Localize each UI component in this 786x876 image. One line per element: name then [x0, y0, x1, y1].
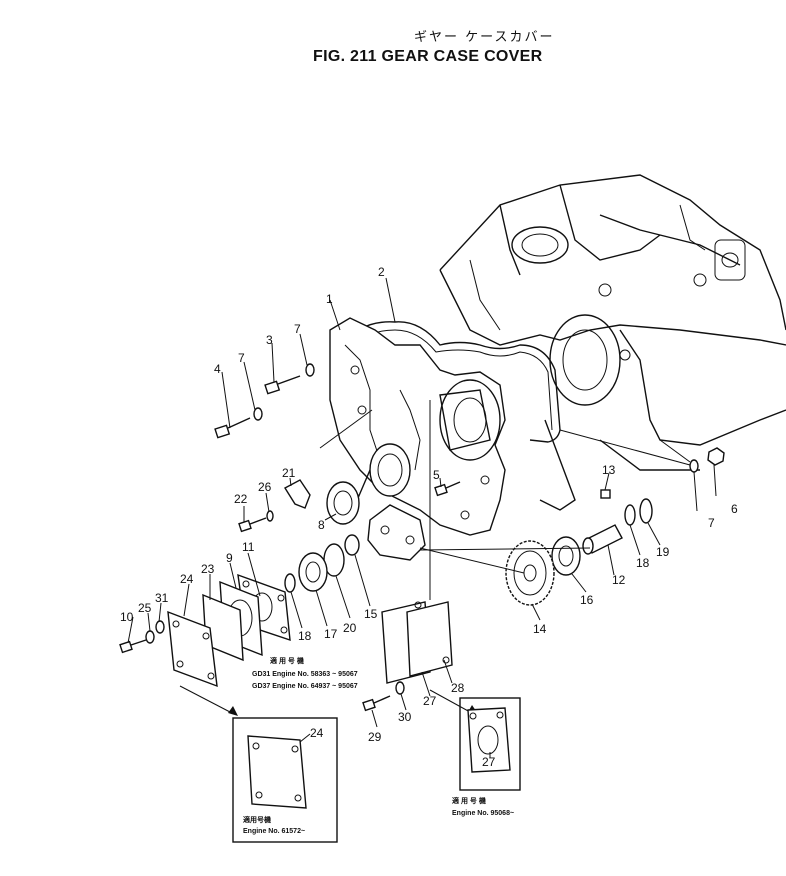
- figure-title-japanese: ギヤー ケースカバー: [414, 30, 555, 45]
- bolt-part-29: [362, 695, 391, 712]
- callout-27-inset: 27: [482, 755, 496, 769]
- bolt-part-10: [119, 639, 147, 654]
- idler-gear-part-14: [419, 540, 555, 606]
- lower-bracket: [367, 504, 426, 561]
- applicability-notes: 適 用 号 機 GD31 Engine No. 58363 ~ 95067 GD…: [243, 656, 514, 835]
- callout-18-left: 18: [298, 629, 312, 643]
- callout-12: 12: [612, 573, 626, 587]
- callout-7-lower: 7: [238, 351, 245, 365]
- callout-20: 20: [343, 621, 357, 635]
- figure-title: FIG. 211 GEAR CASE COVER: [313, 48, 543, 65]
- callout-1: 1: [326, 292, 333, 306]
- washer-part-25: [145, 630, 155, 644]
- snap-ring-part-18-right: [624, 504, 636, 526]
- note-inset1-engine: Engine No. 61572~: [243, 828, 305, 835]
- bracket-part-21: [284, 479, 311, 509]
- inset-box-1: [232, 717, 338, 843]
- callout-7-upper: 7: [294, 322, 301, 336]
- callout-7-right: 7: [708, 516, 715, 530]
- callout-9: 9: [226, 551, 233, 565]
- bolt-part-22: [238, 517, 267, 533]
- callout-29: 29: [368, 730, 382, 744]
- bearing-part-17: [298, 552, 328, 592]
- callout-19: 19: [656, 545, 670, 559]
- bolt-part-3: [264, 375, 301, 395]
- callout-13: 13: [602, 463, 616, 477]
- bearing-part-16: [551, 536, 581, 576]
- callout-17: 17: [324, 627, 338, 641]
- callout-23: 23: [201, 562, 215, 576]
- washer-part-31: [155, 620, 165, 634]
- shaft-part-12: [582, 524, 623, 555]
- washer-part-26: [266, 510, 274, 522]
- washer-part-7-lower: [253, 407, 263, 421]
- note-main-applicable: 適 用 号 機: [270, 656, 304, 665]
- note-inset1-applicable: 適用号機: [243, 815, 271, 824]
- callout-21: 21: [282, 466, 296, 480]
- callout-22: 22: [234, 492, 248, 506]
- callout-24: 24: [180, 572, 194, 586]
- note-inset2-applicable: 適 用 号 機: [452, 796, 486, 805]
- callout-10: 10: [120, 610, 134, 624]
- callout-5: 5: [433, 468, 440, 482]
- note-main-line1: GD31 Engine No. 58363 ~ 95067: [252, 671, 358, 678]
- callout-16: 16: [580, 593, 594, 607]
- ring-part-19: [639, 498, 653, 524]
- callout-2: 2: [378, 265, 385, 279]
- callout-24-inset: 24: [310, 726, 324, 740]
- nut-part-6: [707, 447, 725, 466]
- callout-6: 6: [731, 502, 738, 516]
- callout-8: 8: [318, 518, 325, 532]
- arrow-to-inset-1: [228, 706, 238, 716]
- note-main-line2: GD37 Engine No. 64937 ~ 95067: [252, 683, 358, 690]
- oil-seal-part-8: [326, 481, 360, 525]
- ring-part-15: [344, 534, 360, 556]
- callout-14: 14: [533, 622, 547, 636]
- key-part-13: [600, 489, 611, 499]
- callout-31: 31: [155, 591, 169, 605]
- callout-18-right: 18: [636, 556, 650, 570]
- snap-ring-part-18-left: [284, 573, 296, 593]
- callout-3: 3: [266, 333, 273, 347]
- bolt-part-5: [434, 481, 461, 497]
- callout-11: 11: [242, 540, 255, 554]
- assembly-leader-lines: [179, 400, 691, 713]
- washer-part-7-right: [689, 459, 699, 473]
- cover-plate-part-27: [381, 601, 453, 684]
- callout-30: 30: [398, 710, 412, 724]
- bolt-part-4: [214, 417, 251, 439]
- inset-box-2: [459, 697, 521, 791]
- callout-leaders: [127, 277, 717, 758]
- washer-part-30: [395, 681, 405, 695]
- callout-numbers: 1 2 3 4 5 6 7 7 7 8 9 10 11 12 13 14 15 …: [120, 265, 738, 769]
- callout-26: 26: [258, 480, 272, 494]
- callout-4: 4: [214, 362, 221, 376]
- callout-15: 15: [364, 607, 378, 621]
- callout-28: 28: [451, 681, 465, 695]
- washer-part-7-upper: [305, 363, 315, 377]
- callout-25: 25: [138, 601, 152, 615]
- cover-plate-part-24: [167, 610, 218, 688]
- note-inset2-engine: Engine No. 95068~: [452, 810, 514, 817]
- callout-27: 27: [423, 694, 437, 708]
